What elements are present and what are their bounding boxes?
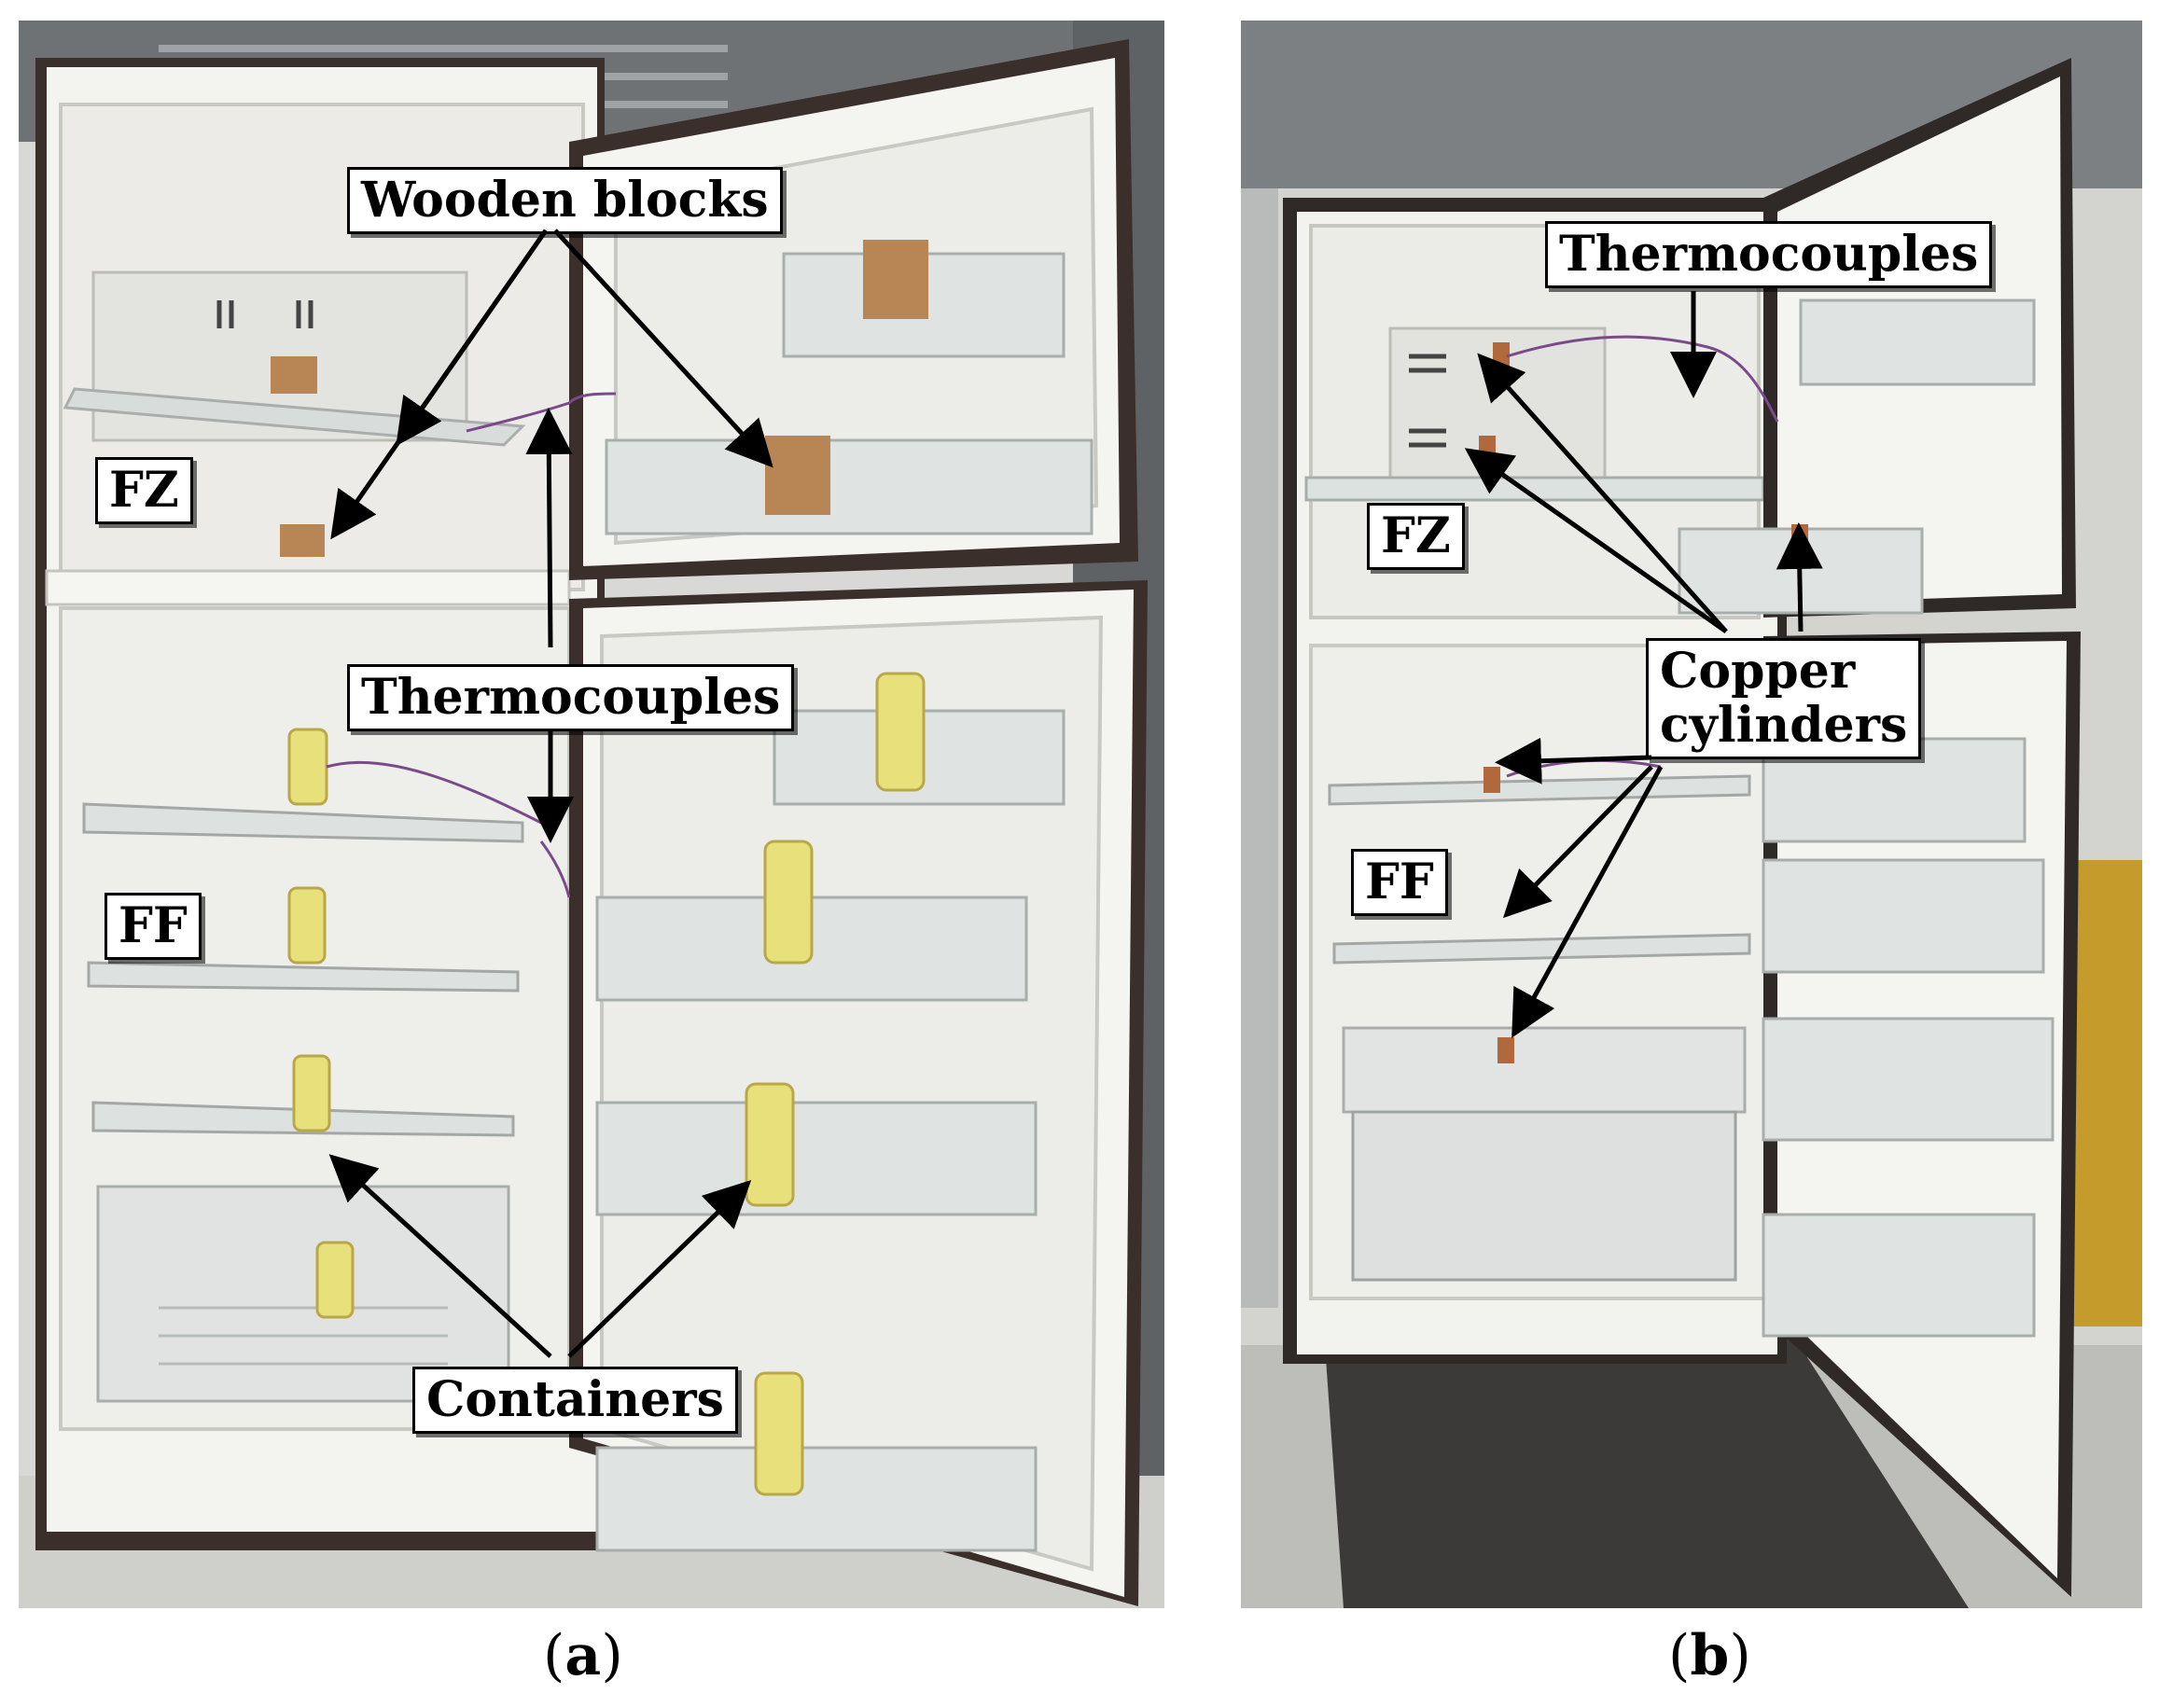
caption-b-open: ( [1668, 1623, 1691, 1688]
label-thermocouples-a: Thermocouples [347, 664, 795, 732]
label-copper-cylinders: Copper cylinders [1646, 638, 1922, 760]
label-containers: Containers [412, 1367, 738, 1435]
caption-b-close: ) [1729, 1623, 1751, 1688]
caption-a-open: ( [543, 1623, 565, 1688]
caption-a-close: ) [601, 1623, 623, 1688]
photo-panel-b: Thermocouples FZ Copper cylinders FF [1241, 21, 2142, 1608]
label-ff-a: FF [104, 893, 202, 961]
caption-b: (b) [1668, 1623, 1751, 1688]
label-ff-b: FF [1351, 849, 1448, 917]
label-thermocouples-b: Thermocouples [1545, 221, 1993, 289]
caption-b-letter: b [1690, 1623, 1730, 1688]
caption-a: (a) [543, 1623, 623, 1688]
label-copper-line1: Copper [1660, 643, 1856, 700]
label-wooden-blocks: Wooden blocks [347, 167, 783, 235]
caption-a-letter: a [564, 1623, 602, 1688]
label-fz-b: FZ [1367, 503, 1465, 571]
label-copper-line2: cylinders [1660, 697, 1908, 755]
label-fz-a: FZ [95, 457, 193, 525]
photo-panel-a: Wooden blocks FZ Thermocouples FF Contai… [19, 21, 1164, 1608]
